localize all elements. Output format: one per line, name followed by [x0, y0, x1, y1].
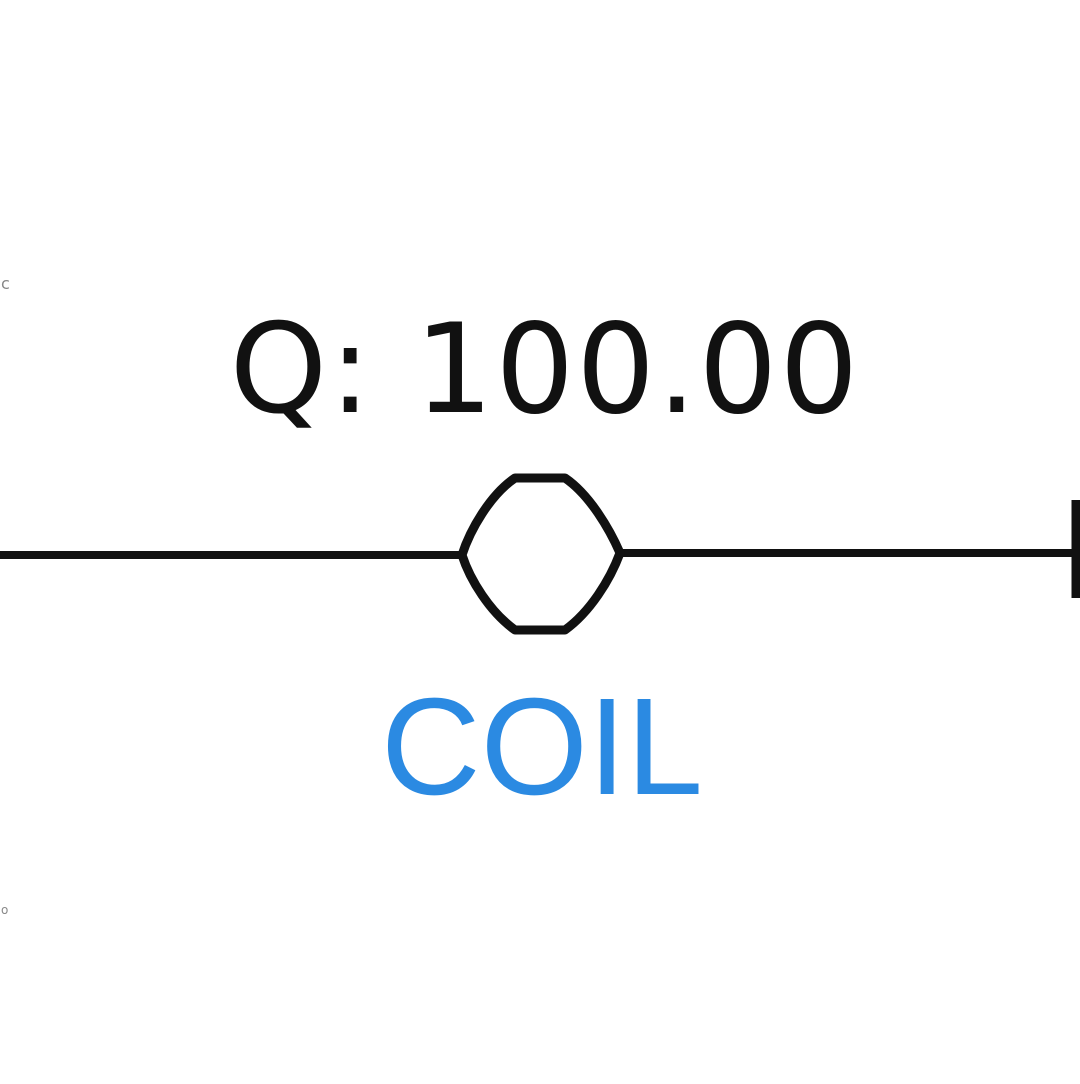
scan-artifact-top: c [1, 274, 10, 293]
coil-name-label: COIL [380, 670, 704, 824]
coil-symbol-icon [457, 473, 625, 635]
scan-artifact-bottom: o [1, 903, 9, 917]
coil-value-label: Q: 100.00 [229, 298, 861, 442]
